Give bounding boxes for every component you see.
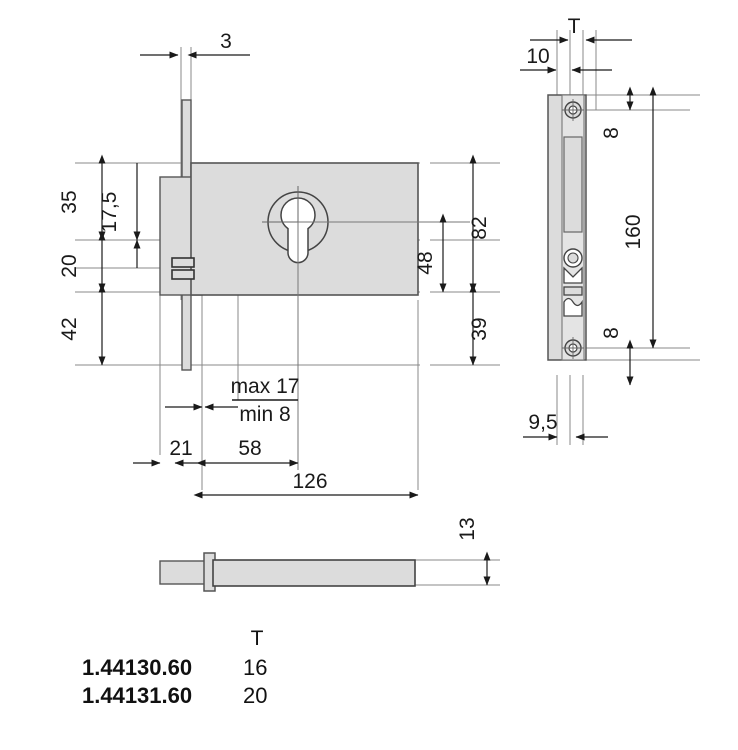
- dim-label-160: 160: [622, 214, 645, 249]
- dim-label-35: 35: [58, 190, 81, 213]
- dim-label-9-5: 9,5: [528, 411, 557, 434]
- latch-bolt: [171, 257, 195, 280]
- bar-left-tab: [159, 560, 207, 585]
- dim-bottom-chain: 21 58: [133, 437, 299, 467]
- screw-hole-top: [562, 99, 584, 121]
- dim-right-39: 39: [468, 283, 491, 366]
- front-view: 3 35 20 42 17,5 82 48 39: [58, 30, 500, 499]
- dim-label-max-17: max 17: [231, 375, 300, 398]
- front-view-extension-lines: [75, 47, 500, 490]
- dim-label-21: 21: [169, 437, 192, 460]
- cylinder-hole-side: [563, 248, 583, 284]
- parts-table: T 1.44130.60 16 1.44131.60 20: [82, 627, 267, 708]
- side-view: T 10 8 8 160 9,5: [520, 15, 700, 445]
- dim-label-min-8: min 8: [239, 403, 290, 426]
- dim-label-13: 13: [456, 517, 479, 540]
- dim-backset-upper: 17,5: [98, 163, 141, 268]
- dim-right-82: 82: [468, 154, 491, 293]
- dim-label-3: 3: [220, 30, 232, 53]
- latch-aperture-side: [563, 286, 583, 317]
- dim-label-42: 42: [58, 317, 81, 340]
- bottom-plan-view: 13: [159, 517, 500, 592]
- dim-label-T: T: [568, 15, 581, 38]
- part-code: 1.44131.60: [82, 683, 192, 708]
- dim-faceplate-thickness: 3: [140, 30, 250, 59]
- table-row: 1.44130.60 16: [82, 655, 267, 680]
- dim-right-48: 48: [414, 213, 447, 293]
- dim-label-8-bottom: 8: [600, 327, 623, 339]
- dim-top-screw-8: 8: [600, 86, 634, 139]
- dim-faceplate-height-160: 160: [622, 86, 657, 349]
- part-code: 1.44130.60: [82, 655, 192, 680]
- dim-overall-126: 126: [193, 470, 419, 499]
- dim-label-10: 10: [526, 45, 549, 68]
- dim-label-126: 126: [292, 470, 327, 493]
- dim-bar-height-13: 13: [456, 517, 491, 586]
- table-row: 1.44131.60 20: [82, 683, 267, 708]
- dim-label-58: 58: [238, 437, 261, 460]
- dim-bottom-screw-8: 8: [600, 327, 634, 386]
- dim-backset-depth-9-5: 9,5: [523, 411, 608, 441]
- dim-label-20: 20: [58, 254, 81, 277]
- bar-body: [212, 559, 416, 587]
- parts-table-header-T: T: [251, 627, 264, 650]
- dim-label-48: 48: [414, 251, 437, 274]
- part-t-value: 16: [243, 655, 267, 680]
- dim-thickness-T: T: [530, 15, 632, 44]
- dim-follower-range: max 17 min 8: [165, 375, 299, 426]
- dim-label-17-5: 17,5: [98, 192, 121, 233]
- dim-faceplate-width-10: 10: [520, 45, 612, 74]
- part-t-value: 20: [243, 683, 267, 708]
- screw-hole-bottom: [562, 337, 584, 359]
- faceplate-slot: [563, 136, 583, 233]
- dim-label-82: 82: [468, 216, 491, 239]
- dim-label-8-top: 8: [600, 127, 623, 139]
- dim-label-39: 39: [468, 317, 491, 340]
